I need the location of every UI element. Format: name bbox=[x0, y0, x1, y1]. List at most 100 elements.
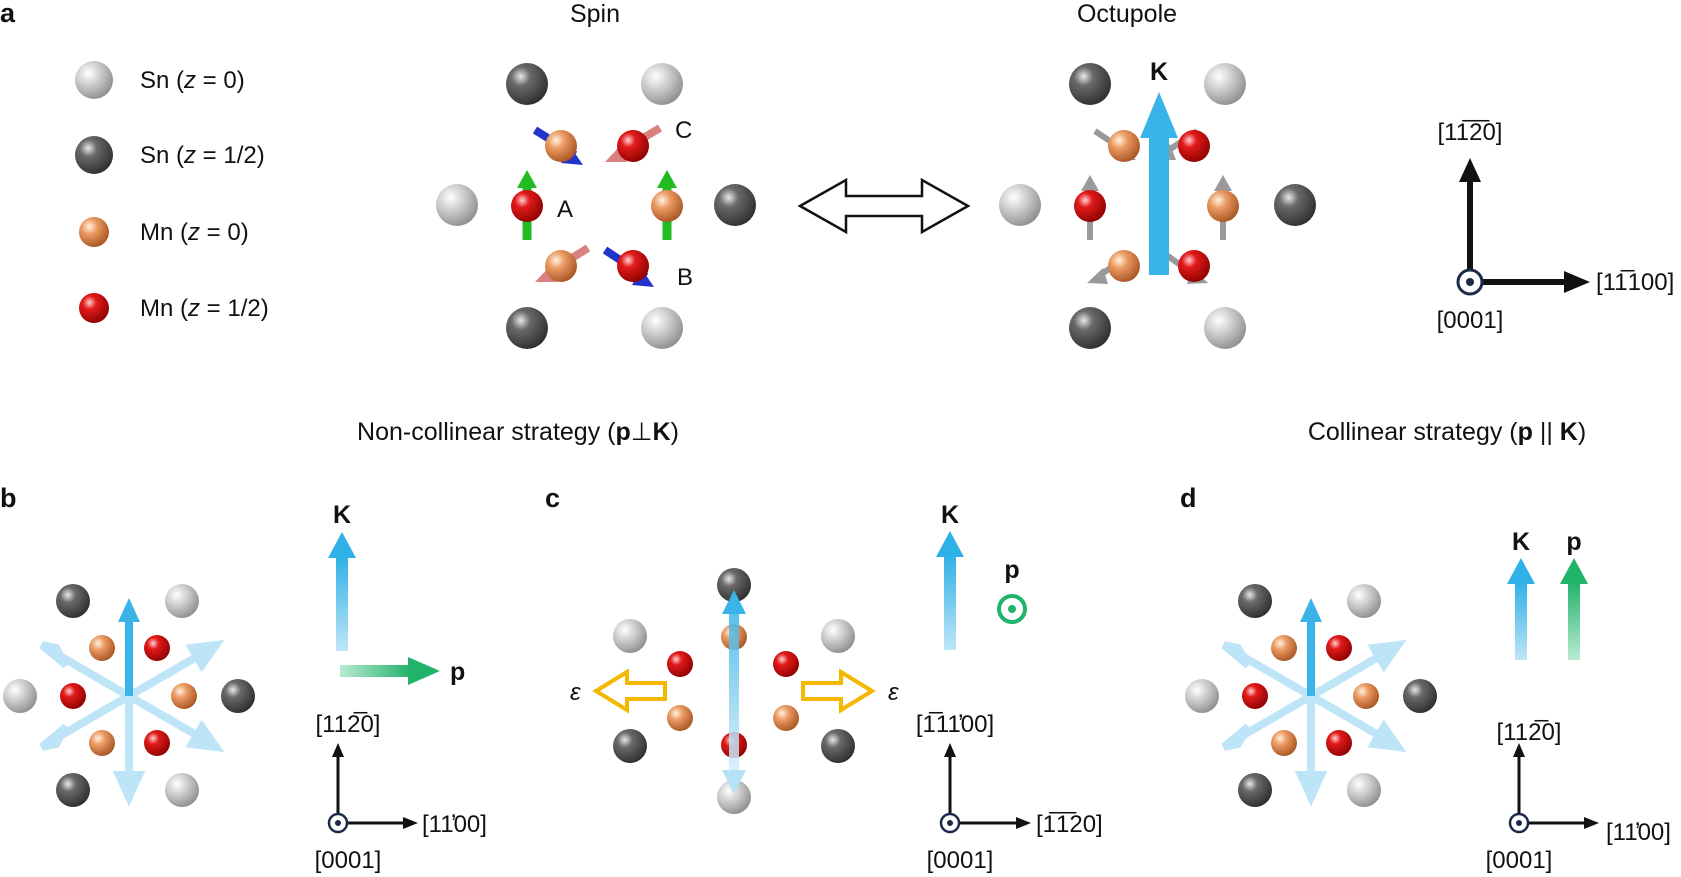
p-vector-label: p bbox=[1566, 528, 1581, 556]
panel-label-c: c bbox=[545, 483, 560, 513]
sn-light-atom bbox=[1185, 679, 1219, 713]
axes-b: [112̅0] [11̕00] [0001] bbox=[315, 711, 487, 874]
mn-red-atom bbox=[1242, 683, 1268, 709]
mn-orange-atom bbox=[651, 190, 683, 222]
vectors-b: K p bbox=[328, 501, 465, 686]
axes-a: [11̅2̅0] [11̅100] [0001] bbox=[1437, 119, 1675, 334]
axis-label-right: [11̕00] bbox=[1606, 819, 1671, 846]
sn-dark-atom bbox=[1274, 184, 1316, 226]
panel-label-d: d bbox=[1180, 483, 1197, 513]
k-vector-label: K bbox=[941, 501, 959, 529]
k-vector-label: K bbox=[1512, 528, 1530, 556]
sn-light-atom bbox=[641, 307, 683, 349]
mn-orange-atom bbox=[545, 130, 577, 162]
mn-red-atom bbox=[1178, 130, 1210, 162]
sn-dark-atom bbox=[56, 584, 90, 618]
p-vector-arrow bbox=[340, 665, 410, 677]
sn-light-atom bbox=[717, 780, 751, 814]
legend-item-3: Mn (z = 0) bbox=[140, 219, 249, 246]
mn-red-atom bbox=[617, 130, 649, 162]
sn-light-atom bbox=[165, 773, 199, 807]
axis-label-right: [11̕00] bbox=[422, 811, 487, 838]
axes-c: [1̅11̕00] [1̅1̅20] [0001] bbox=[916, 711, 1103, 874]
k-main-arrow bbox=[118, 598, 140, 696]
sn-light-atom bbox=[1204, 63, 1246, 105]
sn-light-atom bbox=[3, 679, 37, 713]
sn-light-atom bbox=[641, 63, 683, 105]
sn-dark-atom bbox=[506, 63, 548, 105]
p-vector-label: p bbox=[450, 658, 465, 686]
axis-label-up: [11̅2̅0] bbox=[1438, 119, 1503, 146]
legend-mn-orange-atom-icon bbox=[79, 217, 109, 247]
mn-orange-atom bbox=[1207, 190, 1239, 222]
sn-dark-atom bbox=[1403, 679, 1437, 713]
vectors-c: K p bbox=[936, 501, 1027, 650]
sn-light-atom bbox=[1347, 773, 1381, 807]
mn-red-atom bbox=[60, 683, 86, 709]
mn-red-atom bbox=[1178, 250, 1210, 282]
mn-orange-atom bbox=[171, 683, 197, 709]
sn-light-atom bbox=[1204, 307, 1246, 349]
mn-orange-atom bbox=[89, 635, 115, 661]
k-domain-arrows bbox=[39, 639, 225, 807]
spin-structure: A B C bbox=[436, 63, 756, 349]
mn-red-atom bbox=[773, 651, 799, 677]
collinear-title: Collinear strategy (p || K) bbox=[1308, 418, 1586, 446]
sn-light-atom bbox=[165, 584, 199, 618]
axis-label-up: [1̅11̕00] bbox=[916, 711, 994, 738]
sn-light-atom bbox=[821, 619, 855, 653]
k-vector-arrow bbox=[944, 555, 956, 650]
p-vector-arrow bbox=[1568, 582, 1580, 660]
strain-label-right: ε bbox=[888, 679, 899, 706]
sn-dark-atom bbox=[221, 679, 255, 713]
axis-label-out: [0001] bbox=[1437, 307, 1504, 334]
sn-dark-atom bbox=[1069, 307, 1111, 349]
mn-orange-atom bbox=[1108, 250, 1140, 282]
mn-orange-atom bbox=[1108, 130, 1140, 162]
double-arrow-icon bbox=[797, 177, 971, 235]
mn-orange-atom bbox=[89, 730, 115, 756]
strain-label-left: ε bbox=[570, 679, 581, 706]
site-label-c: C bbox=[675, 117, 692, 144]
structure-b bbox=[3, 584, 255, 807]
mn-red-atom bbox=[1326, 635, 1352, 661]
axis-label-right: [1̅1̅20] bbox=[1036, 811, 1103, 838]
mn-red-atom bbox=[617, 250, 649, 282]
sn-dark-atom bbox=[714, 184, 756, 226]
octupole-structure: K bbox=[999, 58, 1316, 349]
strain-arrow-right bbox=[801, 668, 876, 714]
octupole-k-label: K bbox=[1150, 58, 1168, 86]
k-vector-arrow bbox=[336, 556, 348, 651]
sn-dark-atom bbox=[613, 729, 647, 763]
sn-dark-atom bbox=[1238, 773, 1272, 807]
octupole-title: Octupole bbox=[1077, 0, 1177, 28]
vectors-d: K p bbox=[1507, 528, 1588, 660]
axes-d: [112̅0] [11̕00] [0001] bbox=[1486, 719, 1671, 874]
legend-sn-dark-atom-icon bbox=[75, 136, 113, 174]
octupole-k-arrow bbox=[1140, 92, 1178, 275]
k-domain-arrows bbox=[1221, 639, 1407, 807]
panel-label-a: a bbox=[0, 0, 16, 28]
mn-red-atom bbox=[144, 635, 170, 661]
k-bidirectional-arrow bbox=[722, 590, 746, 794]
legend: Sn (z = 0) Sn (z = 1/2) Mn (z = 0) Mn (z… bbox=[75, 61, 269, 323]
axis-label-out: [0001] bbox=[1486, 847, 1553, 874]
site-label-a: A bbox=[557, 196, 573, 223]
mn-orange-atom bbox=[1271, 730, 1297, 756]
mn-red-atom bbox=[1074, 190, 1106, 222]
sn-dark-atom bbox=[506, 307, 548, 349]
axis-label-right: [11̅100] bbox=[1596, 269, 1674, 296]
sn-light-atom bbox=[613, 619, 647, 653]
mn-orange-atom bbox=[667, 705, 693, 731]
sn-light-atom bbox=[999, 184, 1041, 226]
sn-dark-atom bbox=[56, 773, 90, 807]
mn-orange-atom bbox=[1353, 683, 1379, 709]
mn-orange-atom bbox=[773, 705, 799, 731]
legend-item-2: Sn (z = 1/2) bbox=[140, 142, 265, 169]
k-vector-label: K bbox=[333, 501, 351, 529]
sn-dark-atom bbox=[1069, 63, 1111, 105]
panel-label-b: b bbox=[0, 483, 17, 513]
k-main-arrow bbox=[1300, 598, 1322, 696]
noncollinear-title: Non-collinear strategy (p⊥K) bbox=[357, 418, 679, 446]
spin-title: Spin bbox=[570, 0, 620, 28]
